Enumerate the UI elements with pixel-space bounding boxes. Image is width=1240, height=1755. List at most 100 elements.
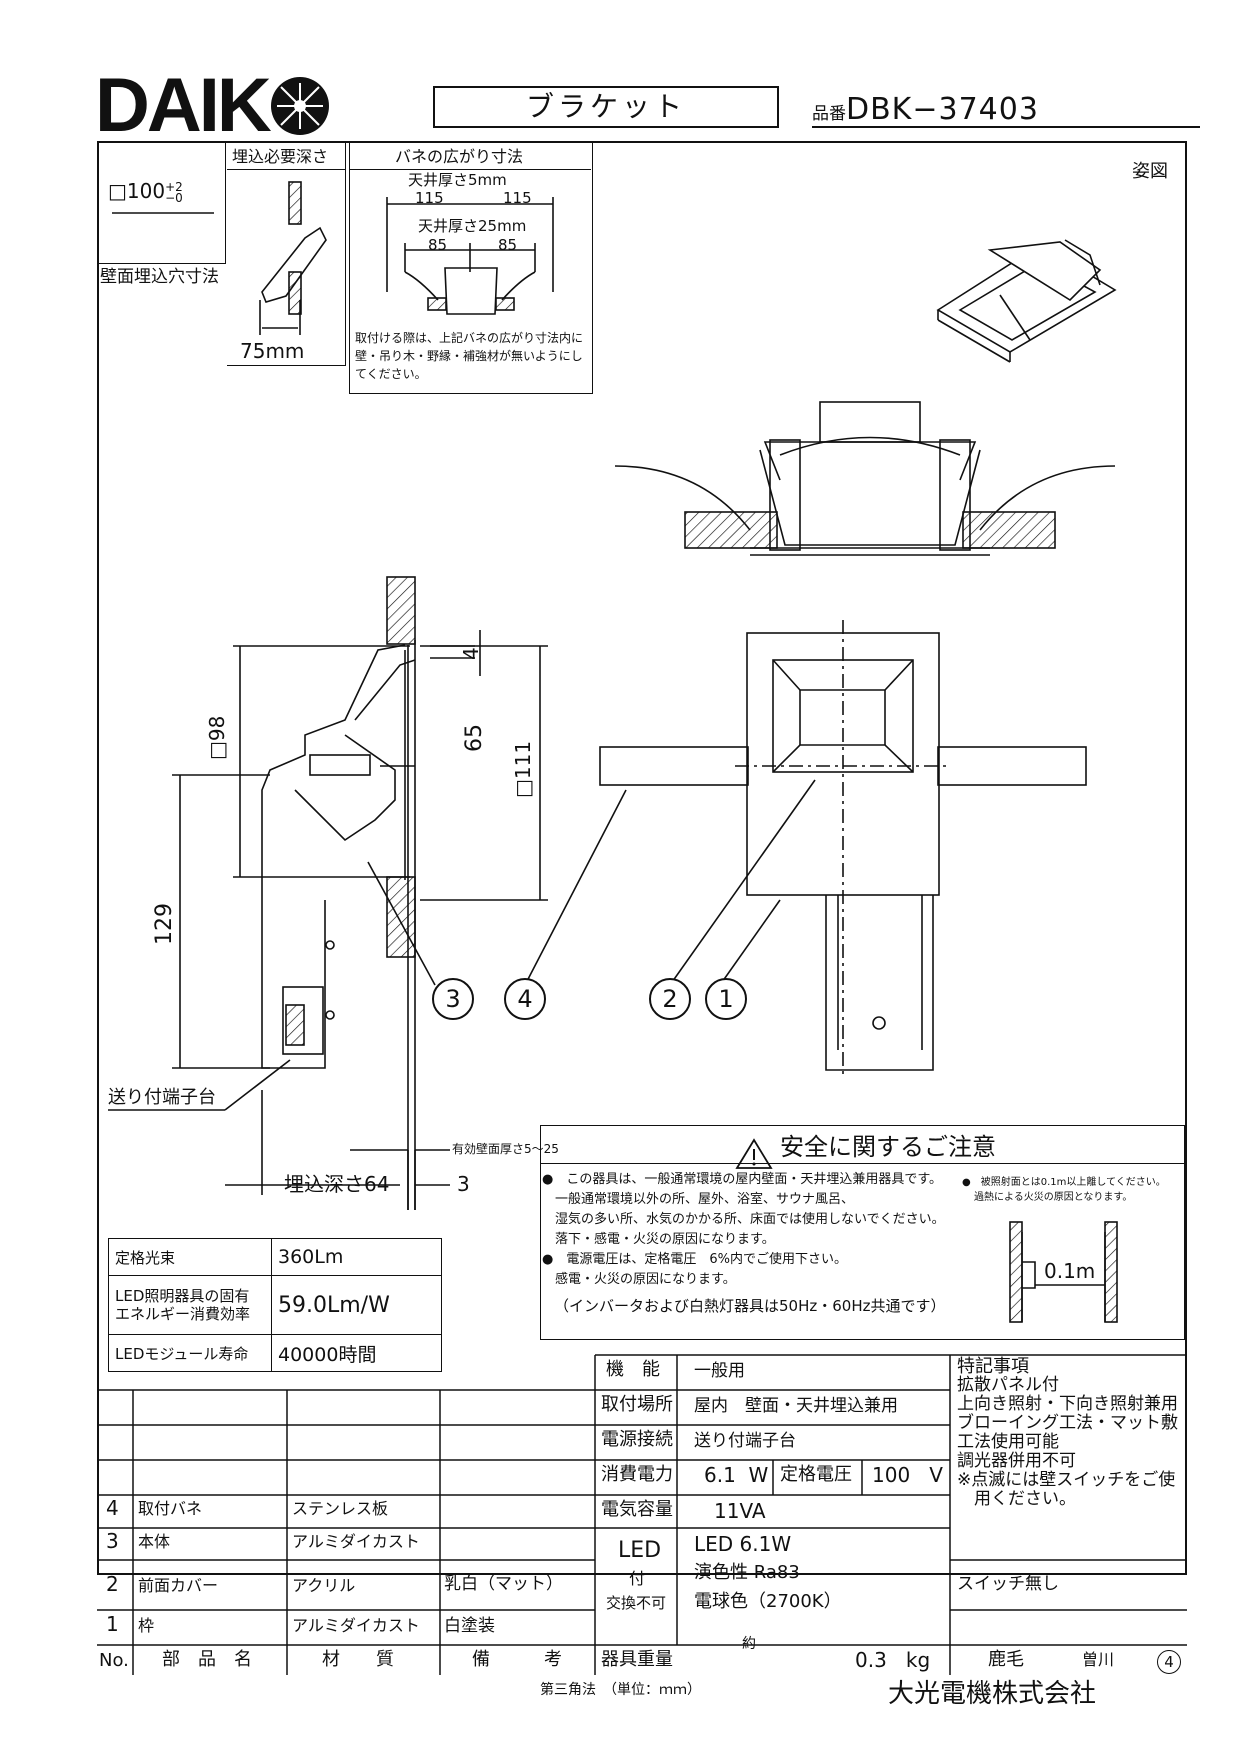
- led-label-3: 交換不可: [606, 1594, 667, 1612]
- wall-hole-caption: 壁面埋込穴寸法: [100, 267, 219, 287]
- rated-voltage-label: 定格電圧: [780, 1464, 852, 1485]
- safety-distance: 0.1m: [1044, 1259, 1096, 1283]
- part-no: 3: [106, 1529, 119, 1553]
- callout-1: 1: [705, 978, 747, 1020]
- part-material: アルミダイカスト: [292, 1616, 420, 1635]
- callout-4: 4: [504, 978, 546, 1020]
- led-label: LED: [618, 1538, 662, 1563]
- product-type-title: ブラケット: [433, 86, 779, 128]
- location-label: 取付場所: [601, 1394, 673, 1415]
- part-no: 1: [106, 1612, 119, 1636]
- part-number: 品番DBK−37403: [812, 92, 1200, 128]
- notes-line: ※点滅には壁スイッチをご使: [957, 1470, 1176, 1490]
- embed-depth-title: 埋込必要深さ: [232, 147, 329, 166]
- safety-side-note-1: ● 被照射面とは0.1m以上離してください。: [962, 1177, 1166, 1188]
- weight-value: 0.3 kg: [855, 1648, 931, 1672]
- safety-line-3: 湿気の多い所、水気のかかる所、床面では使用しないでください。: [542, 1212, 945, 1227]
- callout-3: 3: [432, 978, 474, 1020]
- notes-line: 用ください。: [957, 1489, 1076, 1509]
- part-no: 2: [106, 1572, 119, 1596]
- part-number-label: 品番: [812, 104, 846, 124]
- parts-header-name: 部 品 名: [162, 1649, 252, 1670]
- spring-box: [349, 141, 593, 394]
- safety-line-5: ● 電源電圧は、定格電圧 6%内でご使用下さい。: [542, 1252, 847, 1267]
- rated-voltage-value: 100 V: [872, 1463, 943, 1487]
- spec-value: 360Lm: [271, 1238, 442, 1276]
- location-value: 屋内 壁面・天井埋込兼用: [694, 1396, 898, 1416]
- wall-thickness: 有効壁面厚さ5〜25: [452, 1142, 559, 1156]
- switch-note: スイッチ無し: [957, 1574, 1059, 1594]
- spec-value: 59.0Lm/W: [271, 1275, 442, 1335]
- part-name: 枠: [138, 1616, 155, 1635]
- safety-title: 安全に関するご注意: [780, 1133, 996, 1161]
- notes-line: 上向き照射・下向き照射兼用: [957, 1394, 1178, 1414]
- dim-3: 3: [457, 1172, 470, 1196]
- part-name: 取付バネ: [138, 1499, 203, 1518]
- function-value: 一般用: [694, 1361, 745, 1381]
- safety-line-6: 感電・火災の原因になります。: [542, 1272, 736, 1287]
- part-material: アクリル: [292, 1576, 356, 1595]
- weight-approx: 約: [742, 1636, 756, 1652]
- revision-badge: 4: [1157, 1650, 1181, 1674]
- safety-line-1: ● この器具は、一般通常環境の屋内壁面・天井埋込兼用器具です。: [542, 1172, 943, 1187]
- spring-note-2: 壁・吊り木・野縁・補強材が無いようにし: [355, 349, 583, 363]
- weight-label: 器具重量: [601, 1649, 673, 1670]
- wall-hole-size: □100+2−0: [108, 179, 183, 205]
- spring-note-1: 取付ける際は、上記バネの広がり寸法内に: [355, 331, 584, 345]
- power-connection-label: 電源接続: [601, 1429, 673, 1450]
- function-label: 機 能: [606, 1359, 660, 1380]
- w115-left: 115: [415, 189, 444, 207]
- consumption-value: 6.1 W: [704, 1463, 769, 1487]
- part-material: ステンレス板: [292, 1499, 389, 1518]
- parts-header-material: 材 質: [322, 1649, 394, 1670]
- safety-side-note-2: 過熱による火災の原因となります。: [974, 1192, 1133, 1203]
- daiko-logo: DAIK: [95, 68, 331, 144]
- spring-note-3: てください。: [355, 367, 427, 381]
- parts-header-no: No.: [99, 1650, 129, 1671]
- embed-depth-box: [227, 141, 346, 366]
- spring-title: バネの広がり寸法: [395, 147, 524, 166]
- w115-right: 115: [503, 189, 532, 207]
- safety-line-7: （インバータおよび白熱灯器具は50Hz・60Hz共通です）: [554, 1297, 946, 1315]
- signature-1: 鹿毛: [988, 1649, 1024, 1670]
- spec-label: 定格光束: [108, 1238, 272, 1276]
- drawing-frame: [97, 141, 1187, 1575]
- embed-depth-value: 75mm: [240, 339, 305, 363]
- ceiling-25: 天井厚さ25mm: [418, 217, 527, 235]
- notes-line: 調光器併用不可: [957, 1451, 1076, 1471]
- led-color: 電球色（2700K）: [694, 1591, 842, 1612]
- perspective-label: 姿図: [1132, 161, 1168, 182]
- safety-line-4: 落下・感電・火災の原因になります。: [542, 1232, 775, 1247]
- led-cri: 演色性 Ra83: [694, 1562, 800, 1583]
- spec-value: 40000時間: [271, 1334, 442, 1372]
- signature-2: 曽川: [1082, 1650, 1115, 1669]
- projection-note: 第三角法 （単位：ｍｍ）: [540, 1682, 701, 1698]
- safety-box: [540, 1125, 1185, 1340]
- part-name: 前面カバー: [138, 1576, 219, 1595]
- spec-label: LEDモジュール寿命: [108, 1334, 272, 1372]
- led-label-2: 付: [629, 1569, 646, 1588]
- callout-2: 2: [649, 978, 691, 1020]
- ceiling-5: 天井厚さ5mm: [408, 171, 507, 189]
- part-remarks: 乳白（マット）: [444, 1574, 563, 1594]
- consumption-label: 消費電力: [601, 1464, 673, 1485]
- part-name: 本体: [138, 1532, 171, 1551]
- capacity-value: 11VA: [714, 1499, 766, 1523]
- notes-line: ブローイング工法・マット敷: [957, 1413, 1178, 1433]
- notes-line: 拡散パネル付: [957, 1375, 1059, 1395]
- terminal-label: 送り付端子台: [108, 1087, 216, 1108]
- logo-sun-icon: [270, 77, 329, 135]
- capacity-label: 電気容量: [601, 1499, 673, 1520]
- part-material: アルミダイカスト: [292, 1532, 420, 1551]
- part-remarks: 白塗装: [444, 1616, 495, 1636]
- led-value: LED 6.1W: [694, 1532, 792, 1556]
- part-no: 4: [106, 1496, 119, 1520]
- notes-title: 特記事項: [957, 1356, 1029, 1377]
- embed-depth-64: 埋込深さ64: [284, 1172, 390, 1196]
- wall-hole-box: [97, 141, 226, 264]
